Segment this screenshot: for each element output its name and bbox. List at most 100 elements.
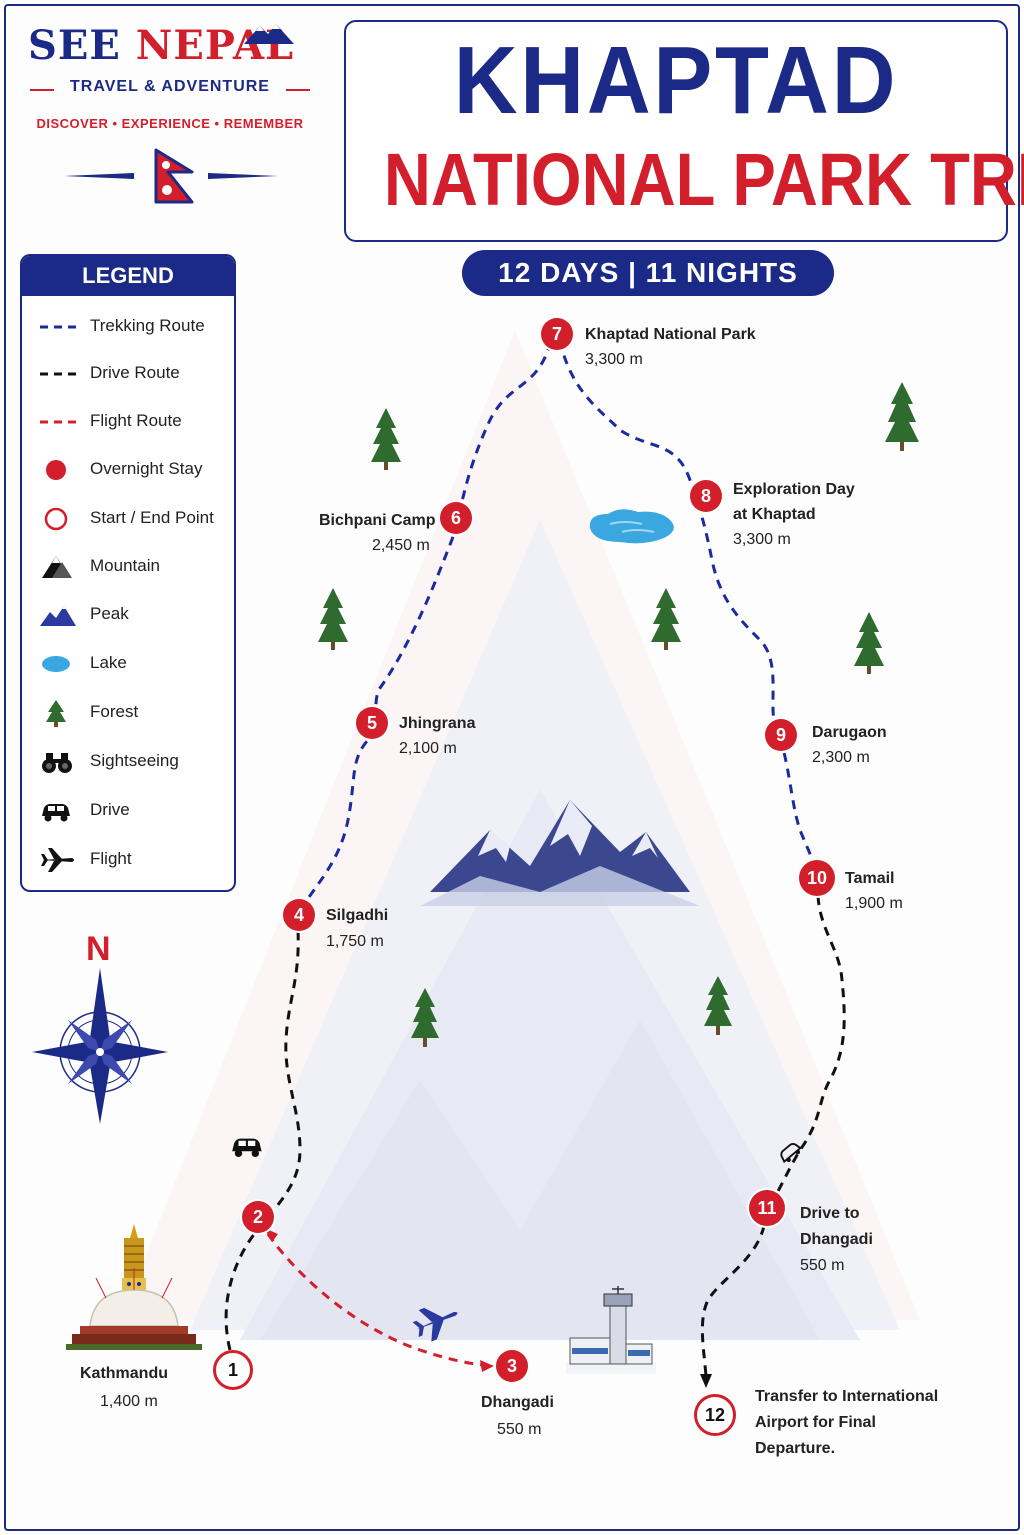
legend-label: Sightseeing — [90, 751, 179, 770]
nepal-flag-icon — [64, 148, 278, 204]
stop-marker-2: 2 — [242, 1201, 274, 1233]
car-icon — [232, 1138, 262, 1158]
stop-marker-11: 11 — [749, 1190, 785, 1226]
brand-logo-text: SEE NEPAL — [28, 22, 295, 69]
legend-item-mountain: Mountain — [32, 552, 232, 582]
car-icon — [780, 1142, 802, 1164]
trekking-route-icon — [40, 325, 76, 329]
tree-icon — [46, 700, 66, 727]
legend-item-flight: Flight — [32, 845, 232, 875]
page-frame — [4, 4, 1020, 1531]
stop-marker-5: 5 — [356, 707, 388, 739]
stop-label-tamail: Tamail — [845, 870, 895, 887]
peak-icon — [40, 606, 76, 626]
legend-item-drive-route: Drive Route — [32, 359, 232, 389]
airplane-icon — [41, 848, 74, 872]
stop-label-khaptad-national-park: Khaptad National Park — [585, 326, 756, 343]
stop-altitude-darugaon: 2,300 m — [812, 749, 870, 766]
stop-altitude-bichpani-camp: 2,450 m — [372, 537, 430, 554]
legend-label: Peak — [90, 604, 129, 623]
stop-marker-12: 12 — [694, 1394, 736, 1436]
stop-label-jhingrana: Jhingrana — [399, 715, 476, 732]
stop-altitude-kathmandu: 1,400 m — [100, 1393, 158, 1410]
stop-label-bichpani-camp: Bichpani Camp — [319, 512, 436, 529]
legend-heading: LEGEND — [22, 256, 234, 296]
legend-label: Mountain — [90, 556, 160, 575]
stop-marker-1: 1 — [213, 1350, 253, 1390]
title-line-2: NATIONAL PARK TREK — [383, 138, 1024, 221]
binoculars-icon — [42, 753, 72, 773]
car-icon — [42, 804, 70, 822]
stop-altitude-dhangadi: 550 m — [497, 1421, 542, 1438]
lake-icon — [42, 656, 70, 672]
legend-item-peak: Peak — [32, 600, 232, 630]
legend-item-flight-route: Flight Route — [32, 407, 232, 437]
legend-label: Flight Route — [90, 411, 182, 430]
lake-icon — [589, 509, 674, 544]
compass-north-label: N — [86, 930, 111, 968]
stop-label-kathmandu: Kathmandu — [80, 1365, 168, 1382]
tree-icon — [371, 408, 401, 470]
stop-altitude-khaptad-national-park: 3,300 m — [585, 351, 643, 368]
title-line-1: KHAPTAD — [453, 27, 899, 134]
legend-label: Start / End Point — [90, 508, 214, 527]
trek-route-segment — [298, 335, 554, 911]
start-end-point-icon — [44, 507, 68, 531]
tree-icon — [651, 588, 681, 650]
legend-item-start-end: Start / End Point — [32, 504, 232, 534]
legend-item-overnight-stay: Overnight Stay — [32, 455, 232, 485]
stop-altitude-tamail: 1,900 m — [845, 895, 903, 912]
drive-route-segment — [224, 929, 302, 1351]
legend-item-sightseeing: Sightseeing — [32, 747, 232, 777]
stop-label-transfer-line-2: Airport for Final — [755, 1414, 876, 1431]
compass-rose-icon — [32, 968, 168, 1124]
stop-marker-7: 7 — [541, 318, 573, 350]
tree-icon — [318, 588, 348, 650]
stop-marker-4: 4 — [283, 899, 315, 931]
brand-tagline-rules — [30, 89, 310, 91]
brand-slogan: DISCOVER • EXPERIENCE • REMEMBER — [36, 116, 304, 131]
title-box — [344, 20, 1008, 242]
drive-route-segment — [700, 1225, 766, 1377]
brand-tagline: TRAVEL & ADVENTURE — [70, 78, 270, 95]
legend-label: Forest — [90, 702, 139, 721]
stop-marker-9: 9 — [765, 719, 797, 751]
tree-icon — [854, 612, 884, 674]
stop-label-drive-to: Drive to — [800, 1205, 860, 1222]
mountain-icon — [42, 556, 72, 578]
stop-marker-10: 10 — [799, 860, 835, 896]
stop-marker-6: 6 — [440, 502, 472, 534]
stop-altitude-exploration-day: 3,300 m — [733, 531, 791, 548]
stop-label-exploration-day: Exploration Day — [733, 481, 855, 498]
tree-icon — [411, 988, 439, 1047]
stop-label-transfer-line-3: Departure. — [755, 1440, 836, 1457]
stop-marker-8: 8 — [690, 480, 722, 512]
stop-label-darugaon: Darugaon — [812, 724, 887, 741]
drive-route-icon — [40, 372, 76, 376]
stop-label-dhangadi-2: Dhangadi — [800, 1231, 873, 1248]
brand-mountain-icon — [244, 24, 294, 44]
overnight-stay-icon — [46, 460, 66, 480]
central-mountain-illustration — [420, 800, 700, 906]
stop-label-transfer-line-1: Transfer to International — [755, 1388, 939, 1405]
flight-route-segment — [266, 1233, 493, 1368]
stop-altitude-jhingrana: 2,100 m — [399, 740, 457, 757]
stop-label-dhangadi: Dhangadi — [481, 1394, 554, 1411]
trek-route-segment — [558, 339, 818, 877]
legend-item-forest: Forest — [32, 698, 232, 728]
legend-label: Drive — [90, 800, 130, 819]
tree-icon — [704, 976, 732, 1035]
legend-item-trekking-route: Trekking Route — [32, 312, 232, 342]
legend-label: Trekking Route — [90, 316, 205, 335]
legend-item-drive: Drive — [32, 796, 232, 826]
duration-badge: 12 DAYS | 11 NIGHTS — [462, 250, 834, 296]
stop-altitude-silgadhi: 1,750 m — [326, 933, 384, 950]
flight-route-icon — [40, 420, 76, 424]
tree-icon — [885, 382, 919, 451]
airplane-icon — [412, 1307, 458, 1342]
legend-label: Drive Route — [90, 363, 180, 382]
